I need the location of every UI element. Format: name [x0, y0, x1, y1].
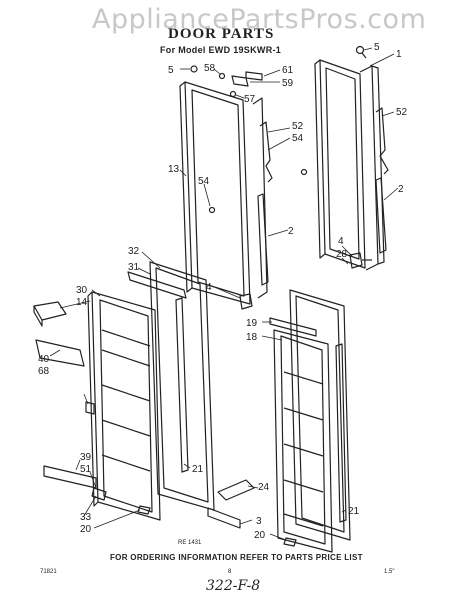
callout-68: 68	[38, 366, 50, 377]
callout-51: 51	[80, 464, 92, 475]
bar-3	[207, 507, 241, 529]
upper-left-door-panel	[179, 81, 251, 305]
callout-4: 4	[206, 282, 212, 293]
knob-68	[85, 401, 95, 415]
callout-52: 52	[292, 121, 304, 132]
model-subtitle: For Model EWD 19SKWR-1	[160, 45, 282, 55]
lower-left-door-liner	[87, 291, 161, 521]
footer-code-left: 71821	[40, 569, 57, 575]
upper-right-trim-2	[375, 177, 387, 254]
upper-left-gasket	[252, 97, 268, 299]
callout-4: 4	[338, 236, 344, 247]
callout-5: 5	[168, 65, 174, 76]
callout-20: 20	[80, 524, 92, 535]
callout-18: 18	[246, 332, 258, 343]
callout-61: 61	[282, 65, 294, 76]
callout-21: 21	[192, 464, 204, 475]
upper-left-trim-2	[257, 193, 269, 286]
bar-21b	[335, 343, 347, 523]
handle-61	[245, 71, 263, 81]
part-58	[218, 72, 226, 80]
footer-page-number: 8	[228, 569, 232, 575]
screw-54	[208, 206, 216, 214]
callout-57: 57	[244, 94, 256, 105]
part-57	[229, 90, 237, 98]
callout-54: 54	[198, 176, 210, 187]
compartment-14	[33, 301, 67, 321]
trim-19	[269, 317, 317, 337]
ordering-info: FOR ORDERING INFORMATION REFER TO PARTS …	[110, 553, 363, 562]
callout-21: 21	[348, 506, 360, 517]
leader-lines	[49, 47, 399, 541]
cap-4	[239, 293, 253, 310]
callout-14: 14	[76, 297, 88, 308]
callout-58: 58	[204, 63, 216, 74]
callout-59: 59	[282, 78, 294, 89]
callout-1: 1	[396, 49, 402, 60]
callout-39: 39	[80, 452, 92, 463]
hinge-59	[231, 75, 249, 87]
callout-28: 28	[336, 249, 348, 260]
footer-code-right: 1.5″	[384, 569, 395, 575]
shelf-40	[35, 339, 85, 367]
trim-31	[127, 271, 187, 299]
handle-24	[217, 479, 255, 501]
callout-13: 13	[168, 164, 180, 175]
hinge-screw-5	[190, 65, 198, 73]
callout-32: 32	[128, 246, 140, 257]
bar-21a	[175, 297, 189, 473]
upper-right-door-panel	[314, 59, 366, 269]
diagram-title: DOOR PARTS	[168, 26, 275, 42]
upper-right-trim-52	[375, 107, 389, 175]
figure-id: RE 1431	[178, 540, 202, 546]
upper-left-trim-52	[259, 121, 273, 183]
callout-2: 2	[398, 184, 404, 195]
clip-51	[91, 487, 107, 501]
gasket-28	[289, 289, 351, 541]
callout-3: 3	[256, 516, 262, 527]
upper-right-cap	[349, 252, 363, 269]
pin-20a	[137, 505, 151, 515]
lower-right-door-liner	[273, 329, 333, 553]
callout-19: 19	[246, 318, 258, 329]
callout-54: 54	[292, 133, 304, 144]
callout-labels: 1 5 52 2 4 28 5 58 61 59 57 52 54 13 54 …	[38, 42, 408, 541]
pin-20b	[283, 537, 297, 547]
callout-2: 2	[288, 226, 294, 237]
callout-30: 30	[76, 285, 88, 296]
callout-5: 5	[374, 42, 380, 53]
callout-31: 31	[128, 262, 140, 273]
callout-40: 40	[38, 354, 50, 365]
callout-52: 52	[396, 107, 408, 118]
callout-33: 33	[80, 512, 92, 523]
callout-24: 24	[258, 482, 270, 493]
upper-right-gasket	[359, 65, 379, 271]
upper-right-hinge	[355, 45, 367, 59]
upper-right-screw	[300, 168, 308, 176]
handwritten-note: 322-F-8	[206, 578, 261, 594]
watermark: AppliancePartsPros.com	[92, 4, 427, 35]
callout-20: 20	[254, 530, 266, 541]
